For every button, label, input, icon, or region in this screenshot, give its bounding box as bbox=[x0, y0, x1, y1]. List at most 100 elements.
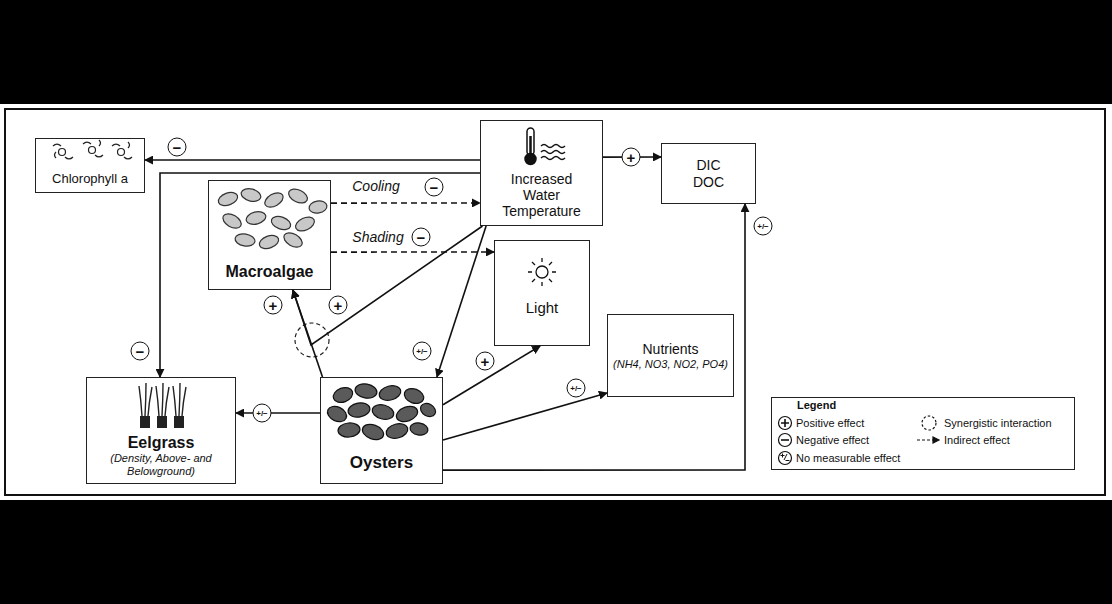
legend-title: Legend bbox=[797, 399, 836, 411]
planter-pot bbox=[157, 416, 167, 428]
indirect-effect-arrow bbox=[331, 251, 494, 253]
node-sublabel: (NH4, NO3, NO2, PO4) bbox=[613, 358, 728, 371]
oyster-shell bbox=[385, 421, 410, 440]
nutrients-box: Nutrients(NH4, NO3, NO2, PO4) bbox=[607, 314, 734, 397]
sun-rays bbox=[528, 258, 556, 286]
thermometer-mercury bbox=[529, 136, 532, 155]
node-label: Light bbox=[526, 299, 559, 317]
node-sublabel: (Density, Above- and Belowground) bbox=[99, 452, 224, 478]
oyster-shell bbox=[347, 401, 371, 419]
algae-frond bbox=[308, 200, 328, 215]
algae-frond bbox=[286, 186, 309, 205]
effect-arrow bbox=[160, 173, 480, 377]
effect-sign: − bbox=[412, 228, 431, 247]
effect-arrow bbox=[293, 226, 483, 345]
oyster-shell bbox=[378, 383, 403, 402]
thermometer-icon bbox=[525, 128, 565, 165]
thermometer-bulb bbox=[525, 154, 536, 165]
oyster-shell bbox=[360, 422, 385, 443]
indirect-sample-head bbox=[933, 437, 939, 443]
effect-sign: +/− bbox=[413, 342, 432, 361]
oyster-shell bbox=[394, 404, 419, 425]
legend-entry: Synergistic interaction bbox=[944, 417, 1052, 429]
node-label: Chlorophyll a bbox=[52, 171, 128, 187]
carbon-box: DIC DOC bbox=[661, 143, 756, 204]
effect-sign: + bbox=[329, 296, 348, 315]
synergy-sample bbox=[922, 416, 936, 430]
effect-arrow bbox=[236, 412, 320, 414]
algae-frond bbox=[217, 190, 240, 208]
water-waves bbox=[541, 145, 565, 160]
effect-sign: + bbox=[264, 296, 283, 315]
legend-entry: Negative effect bbox=[796, 434, 869, 446]
oyster-shell bbox=[325, 403, 349, 424]
legend-entry: No measurable effect bbox=[796, 452, 900, 464]
algae-frond bbox=[270, 214, 293, 232]
legend-entry: Indirect effect bbox=[944, 434, 1010, 446]
squiggle bbox=[53, 144, 73, 159]
chlorophyll-box: Chlorophyll a bbox=[35, 138, 145, 193]
node-label: Nutrients bbox=[642, 340, 698, 358]
positive-sample-sign bbox=[781, 419, 789, 427]
cell bbox=[118, 149, 125, 156]
edge-label: Shading bbox=[350, 229, 405, 245]
oyster-shell bbox=[409, 422, 429, 437]
indirect-sample bbox=[917, 439, 933, 440]
effect-arrow bbox=[443, 346, 540, 405]
negative-sample bbox=[779, 434, 792, 447]
effect-sign: − bbox=[168, 138, 187, 157]
algae-frond bbox=[234, 232, 256, 247]
negative-sample-sign bbox=[781, 439, 789, 441]
effect-sign: − bbox=[131, 342, 150, 361]
oyster-shell bbox=[331, 385, 355, 405]
oyster-icon bbox=[325, 382, 438, 442]
synergy-circle bbox=[295, 323, 329, 357]
eelgrass-box: Eelgrass(Density, Above- and Belowground… bbox=[86, 377, 236, 484]
node-label: Macroalgae bbox=[225, 262, 313, 281]
effect-sign: + bbox=[622, 148, 641, 167]
legend-samples bbox=[779, 416, 940, 465]
effect-sign: − bbox=[425, 178, 444, 197]
node-label: DIC DOC bbox=[689, 157, 729, 191]
algae-frond bbox=[258, 233, 281, 251]
temperature-box: Increased Water Temperature bbox=[480, 120, 603, 226]
node-label: Eelgrass bbox=[128, 433, 195, 452]
oyster-shell bbox=[337, 422, 360, 438]
node-label: Oysters bbox=[350, 453, 413, 473]
grass-blades bbox=[139, 383, 186, 416]
algae-frond bbox=[281, 230, 304, 250]
oyster-shell bbox=[371, 402, 396, 421]
planter-pot bbox=[140, 416, 150, 428]
macroalgae-box: Macroalgae bbox=[208, 180, 331, 290]
phytoplankton-icon bbox=[53, 140, 132, 159]
macroalgae-icon bbox=[217, 186, 328, 251]
effect-sign: +/− bbox=[253, 404, 272, 423]
sun-icon bbox=[528, 258, 556, 286]
oysters-box: Oysters bbox=[320, 377, 443, 484]
cell bbox=[59, 149, 66, 156]
positive-sample bbox=[779, 417, 792, 430]
effect-arrow bbox=[443, 393, 607, 440]
sun-disc bbox=[536, 266, 548, 278]
thermometer-tube bbox=[527, 128, 534, 155]
effect-sign: + bbox=[476, 352, 495, 371]
eelgrass-icon bbox=[139, 383, 186, 428]
edge-label: Cooling bbox=[350, 178, 401, 194]
node-label: Increased Water Temperature bbox=[496, 171, 588, 219]
light-box: Light bbox=[494, 240, 590, 346]
effect-arrow bbox=[145, 159, 480, 161]
algae-frond bbox=[220, 211, 243, 231]
effect-arrow bbox=[293, 290, 323, 377]
effect-arrow bbox=[443, 204, 745, 470]
oyster-shell bbox=[402, 386, 426, 406]
squiggle bbox=[83, 140, 103, 157]
legend-entry: Positive effect bbox=[796, 417, 864, 429]
oyster-shell bbox=[418, 401, 438, 419]
indirect-effect-arrow bbox=[331, 202, 480, 204]
cell bbox=[89, 147, 96, 154]
algae-frond bbox=[262, 190, 285, 210]
algae-frond bbox=[245, 210, 267, 227]
effect-sign: +/− bbox=[754, 217, 773, 236]
